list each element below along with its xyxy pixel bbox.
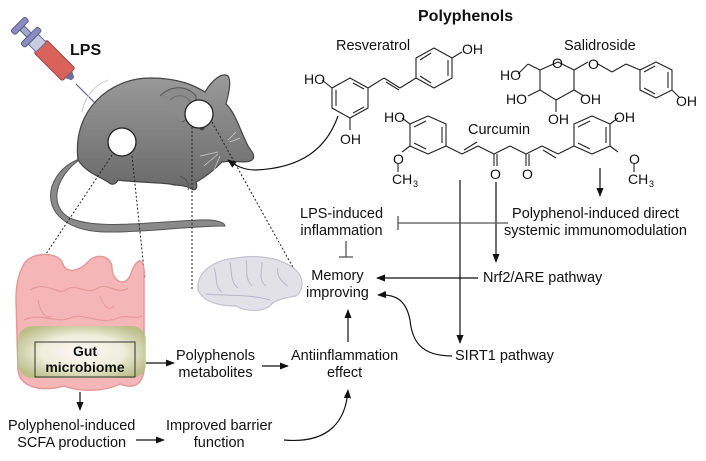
node-immunomodulation: Polyphenol-induced direct systemic immun…	[504, 206, 687, 240]
svg-text:O: O	[552, 55, 563, 71]
node-barrier-line1: Improved barrier	[166, 418, 273, 434]
node-scfa-line2: SCFA production	[17, 435, 127, 451]
gut-microbiome-label: Gut microbiome	[35, 343, 135, 375]
svg-text:O: O	[588, 56, 599, 72]
svg-text:OH: OH	[462, 41, 483, 57]
mouse-illustration	[76, 74, 255, 191]
node-polyphenols-metabolites: Polyphenols metabolites	[176, 348, 255, 382]
node-antiinflammation-effect: Antiinflammation effect	[291, 348, 398, 382]
svg-text:CH: CH	[392, 171, 412, 187]
node-immunomodulation-line1: Polyphenol-induced direct	[512, 206, 679, 222]
gut-label-line2: microbiome	[45, 359, 125, 375]
gut-label-line1: Gut	[72, 343, 98, 359]
node-lps-inflammation-line2: inflammation	[300, 223, 383, 239]
curcumin-structure	[397, 115, 635, 172]
node-memory-line1: Memory	[311, 268, 364, 284]
microbiome-glow	[18, 326, 146, 378]
brain-location-marker	[184, 99, 214, 129]
svg-text:OH: OH	[548, 111, 569, 127]
svg-text:CH: CH	[628, 171, 648, 187]
lps-label: LPS	[70, 42, 102, 59]
mouse-tail	[50, 157, 226, 233]
node-antiinflammation-line1: Antiinflammation	[291, 348, 399, 364]
node-improved-barrier: Improved barrier function	[166, 418, 272, 452]
arrow-polyphenols-to-mouse	[227, 115, 339, 171]
svg-text:3: 3	[649, 179, 654, 189]
svg-text:OH: OH	[580, 91, 601, 107]
svg-text:HO: HO	[304, 71, 325, 87]
node-scfa-production: Polyphenol-induced SCFA production	[8, 418, 135, 452]
svg-text:OH: OH	[340, 131, 361, 147]
node-sirt1-pathway: SIRT1 pathway	[455, 348, 554, 364]
svg-text:OH: OH	[614, 109, 635, 125]
node-metabolites-line1: Polyphenols	[176, 348, 255, 364]
compound-name-resveratrol: Resveratrol	[336, 38, 411, 54]
svg-text:O: O	[629, 151, 640, 167]
diagram-title: Polyphenols	[418, 8, 514, 25]
brain-illustration	[197, 255, 303, 312]
gut-location-marker	[107, 127, 137, 157]
compound-name-curcumin: Curcumin	[468, 122, 531, 138]
node-memory-improving: Memory improving	[306, 268, 369, 302]
node-immunomodulation-line2: systemic immunomodulation	[504, 223, 687, 239]
node-barrier-line2: function	[193, 435, 245, 451]
svg-text:O: O	[393, 151, 404, 167]
syringe-icon	[10, 16, 101, 109]
svg-text:HO: HO	[384, 109, 405, 125]
resveratrol-structure	[321, 47, 463, 130]
chem-atom-labels: HO OH OH HO O O HO OH OH OH HO O CH 3 O …	[304, 41, 697, 189]
node-scfa-line1: Polyphenol-induced	[8, 418, 136, 434]
node-antiinflammation-line2: effect	[326, 365, 363, 381]
svg-text:OH: OH	[676, 93, 697, 109]
node-metabolites-line2: metabolites	[178, 365, 253, 381]
svg-text:HO: HO	[506, 91, 527, 107]
arrow-barrier-to-antiinflammation	[283, 389, 352, 442]
svg-text:3: 3	[413, 179, 418, 189]
pathway-connectors	[76, 115, 604, 444]
svg-text:HO: HO	[500, 67, 521, 83]
compound-name-salidroside: Salidroside	[564, 38, 636, 54]
arrow-sirt1-to-memory	[377, 290, 453, 357]
node-nrf2-pathway: Nrf2/ARE pathway	[483, 270, 603, 286]
salidroside-structure	[517, 61, 681, 112]
node-lps-inflammation-line1: LPS-induced	[300, 206, 384, 222]
svg-text:O: O	[522, 166, 533, 182]
svg-text:O: O	[490, 166, 501, 182]
node-memory-line2: improving	[306, 285, 369, 301]
microbiome-box	[34, 341, 136, 378]
inhibition-connectors	[339, 216, 508, 258]
node-lps-inflammation: LPS-induced inflammation	[300, 206, 383, 240]
